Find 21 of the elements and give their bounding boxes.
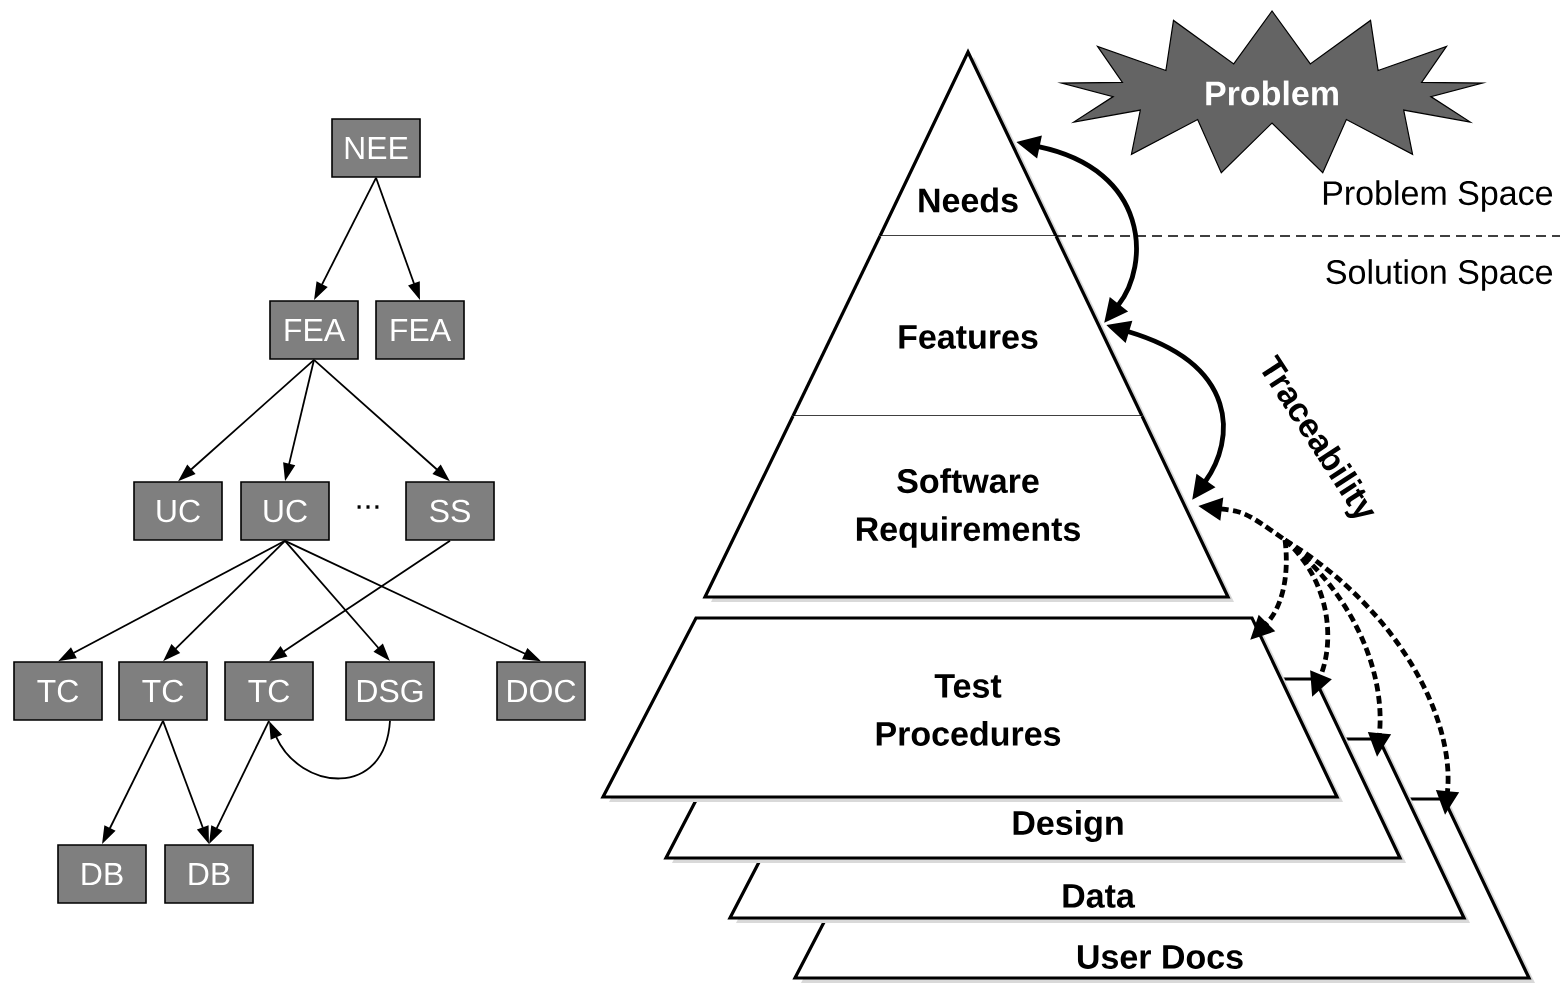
tree-box: FEA: [375, 300, 465, 360]
curved-arrow: [269, 719, 391, 780]
ellipsis-text: ...: [357, 505, 379, 509]
tree-box: FEA: [269, 300, 359, 360]
tree-box: TC: [224, 661, 314, 721]
tree-box: NEE: [331, 118, 421, 178]
pyramid-tier: Software Requirements: [702, 415, 1234, 602]
tree-box: TC: [13, 661, 103, 721]
tree-box: UC: [240, 481, 330, 541]
pyramid-tier: Needs: [878, 48, 1062, 241]
tree-box: DSG: [345, 661, 435, 721]
pyramid-tier: Features: [791, 235, 1148, 421]
region-label: Solution Space: [1326, 259, 1553, 291]
tree-box: DB: [164, 844, 254, 904]
tree-box: DOC: [496, 661, 586, 721]
node-label: Software Requirements: [856, 468, 1080, 548]
tree-box: UC: [133, 481, 223, 541]
tree-box: SS: [405, 481, 495, 541]
region-label: Problem Space: [1323, 180, 1553, 212]
tree-box: TC: [118, 661, 208, 721]
tree-box: DB: [57, 844, 147, 904]
